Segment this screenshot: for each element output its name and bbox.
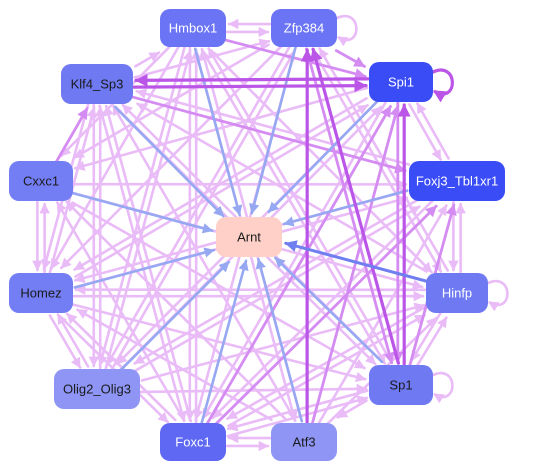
edge-Atf3-to-Spi1 [311,104,401,425]
node-label: Foxj3_Tbl1xr1 [416,173,498,188]
edge-Klf4_Sp3-to-Arnt [113,105,225,218]
node-Foxc1[interactable]: Foxc1 [160,423,226,461]
node-Homez[interactable]: Homez [9,273,73,313]
edge-Zfp384-to-Arnt [249,45,297,215]
edge-Olig2_Olig3-to-Arnt [119,260,231,372]
edge-Homez-to-Olig2_Olig3 [48,314,82,369]
edge-Atf3-to-Foxj3_Tbl1xr1 [317,204,448,425]
node-Zfp384[interactable]: Zfp384 [271,9,337,47]
edge-Hmbox1-to-Arnt [193,47,243,217]
edge-Cxxc1-to-Arnt [71,192,214,234]
node-label: Arnt [237,229,261,244]
node-label: Homez [20,285,61,300]
edge-Foxc1-to-Spi1 [205,105,392,425]
edge-Olig2_Olig3-to-Sp1 [139,383,368,395]
node-label: Foxc1 [175,434,210,449]
node-label: Cxxc1 [23,173,59,188]
edge-Hmbox1-to-Olig2_Olig3 [97,45,186,367]
edge-Foxj3_Tbl1xr1-to-Spi1 [416,102,450,160]
edge-Zfp384-to-Homez [59,44,284,270]
edge-Spi1-to-Arnt [267,99,380,214]
node-box [54,369,140,409]
node-Foxj3_Tbl1xr1[interactable]: Foxj3_Tbl1xr1 [409,161,505,201]
edge-Sp1-to-Zfp384 [309,47,400,365]
edge-Hinfp-to-Arnt [284,240,428,283]
edge-Spi1-to-Klf4_Sp3 [134,73,370,87]
node-Spi1[interactable]: Spi1 [369,62,433,102]
node-label: Atf3 [292,434,315,449]
node-label: Zfp384 [284,20,324,35]
node-box [61,64,133,104]
node-box [160,9,226,47]
edge-Klf4_Sp3-to-Hmbox1 [134,51,161,68]
edge-Foxc1-to-Sp1 [226,395,369,438]
edge-Sp1-to-Hinfp [415,316,448,367]
self-loop-Spi1 [430,68,454,103]
node-label: Spi1 [388,74,414,89]
node-box [426,273,488,313]
edge-Foxc1-to-Homez [65,312,177,422]
edge-Foxc1-to-Foxj3_Tbl1xr1 [214,204,438,426]
node-Klf4_Sp3[interactable]: Klf4_Sp3 [61,64,133,104]
edge-Cxxc1-to-Klf4_Sp3 [55,107,89,163]
edge-Atf3-to-Cxxc1 [65,200,288,422]
node-Arnt[interactable]: Arnt [216,217,282,257]
self-loop-Hinfp [485,280,509,312]
self-loop-Sp1 [430,372,454,404]
node-box [409,161,505,201]
node-Cxxc1[interactable]: Cxxc1 [9,161,73,201]
node-box [9,273,73,313]
node-box [160,423,226,461]
edge-Foxj3_Tbl1xr1-to-Arnt [282,189,409,227]
node-box [271,423,337,461]
node-Olig2_Olig3[interactable]: Olig2_Olig3 [54,369,140,409]
edge-Foxj3_Tbl1xr1-to-Olig2_Olig3 [133,198,420,365]
edge-Zfp384-to-Cxxc1 [73,43,270,159]
edge-Olig2_Olig3-to-Zfp384 [110,50,296,371]
edge-Hmbox1-to-Spi1 [224,38,367,80]
edge-Foxc1-to-Cxxc1 [55,201,186,422]
edge-Homez-to-Spi1 [74,104,369,278]
node-Hmbox1[interactable]: Hmbox1 [160,9,226,47]
edge-Foxc1-to-Klf4_Sp3 [103,104,192,423]
edge-Homez-to-Arnt [73,247,216,289]
node-label: Hmbox1 [169,20,217,35]
edge-Olig2_Olig3-to-Hinfp [140,302,426,382]
edge-Spi1-to-Cxxc1 [73,86,369,171]
edge-Olig2_Olig3-to-Homez [56,313,90,368]
edge-Sp1-to-Arnt [274,256,384,364]
edge-Spi1-to-Foxj3_Tbl1xr1 [408,103,442,161]
node-Atf3[interactable]: Atf3 [271,423,337,461]
edge-Cxxc1-to-Sp1 [71,201,366,370]
edge-Sp1-to-Hmbox1 [207,47,393,364]
edge-Klf4_Sp3-to-Spi1 [132,79,368,93]
node-box [216,217,282,257]
node-box [369,365,433,405]
node-box [369,62,433,102]
node-label: Klf4_Sp3 [71,76,124,91]
edge-Hmbox1-to-Sp1 [200,48,387,365]
edge-Hinfp-to-Foxc1 [226,306,425,420]
node-box [9,161,73,201]
node-Hinfp[interactable]: Hinfp [426,273,488,313]
node-Sp1[interactable]: Sp1 [369,365,433,405]
node-box [271,9,337,47]
node-label: Hinfp [442,285,472,300]
edge-Atf3-to-Arnt [255,257,304,423]
node-label: Sp1 [389,377,412,392]
self-loop-Zfp384 [334,15,358,47]
edge-Sp1-to-Atf3 [336,399,368,419]
edge-Foxc1-to-Arnt [200,259,249,425]
edge-Zfp384-to-Spi1 [334,49,366,68]
edge-Hinfp-to-Klf4_Sp3 [136,102,428,273]
node-label: Olig2_Olig3 [63,381,131,396]
